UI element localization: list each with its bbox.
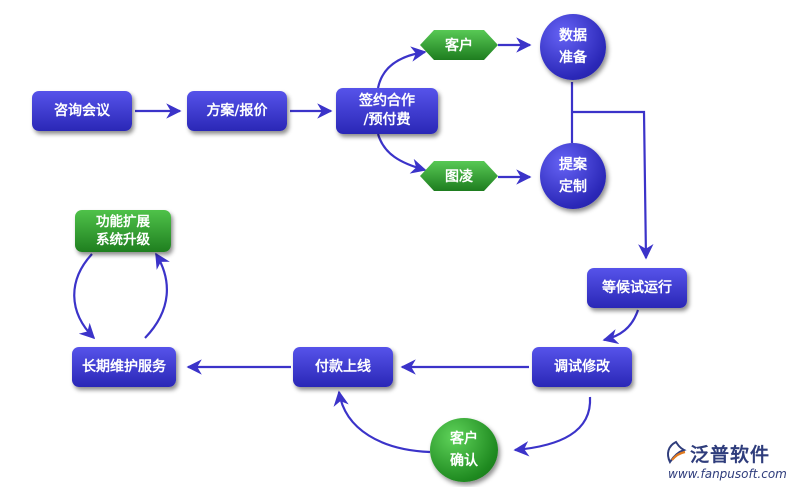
node-graphic-diamond: 图凌: [420, 161, 498, 191]
node-customer-confirm-line2: 确认: [450, 453, 478, 469]
node-debug-modify: 调试修改: [532, 347, 632, 387]
node-data-prep-line1: 数据: [559, 28, 587, 44]
node-upgrade-line1: 功能扩展: [96, 214, 150, 230]
brand-url: www.fanpusoft.com: [668, 467, 787, 481]
diamond-shape: [420, 30, 498, 60]
fanpu-leaf-logo-icon: [667, 440, 687, 464]
node-proposal-custom-line2: 定制: [559, 179, 587, 195]
arrow-contract-to-graphic: [376, 133, 427, 174]
node-go-live: 付款上线: [293, 347, 393, 387]
node-trial-run: 等候试运行: [587, 268, 687, 308]
node-consult-meeting-label: 咨询会议: [54, 102, 110, 119]
node-customer-confirm: 客户 确认: [430, 418, 498, 482]
node-proposal-custom-line1: 提案: [559, 157, 587, 173]
node-proposal-quote: 方案/报价: [187, 91, 287, 131]
arrow-debug-to-customer-confirm: [513, 396, 592, 457]
node-data-prep: 数据 准备: [540, 14, 606, 80]
node-contract-prepay: 签约合作 /预付费: [336, 88, 438, 134]
brand-watermark: 泛普软件 www.fanpusoft.com: [664, 440, 787, 482]
node-customer-confirm-line1: 客户: [450, 431, 478, 447]
brand-name: 泛普软件: [690, 444, 771, 466]
node-trial-run-label: 等候试运行: [602, 279, 672, 296]
arrow-customer-confirm-to-go-live: [333, 390, 431, 454]
node-proposal-custom: 提案 定制: [540, 143, 606, 209]
node-debug-modify-label: 调试修改: [554, 358, 610, 375]
node-feature-upgrade: 功能扩展 系统升级: [75, 210, 171, 252]
node-consult-meeting: 咨询会议: [32, 91, 132, 131]
node-data-prep-line2: 准备: [559, 50, 587, 66]
node-maintenance-label: 长期维护服务: [82, 358, 166, 375]
diamond-shape: [420, 161, 498, 191]
node-customer-diamond: 客户: [420, 30, 498, 60]
node-customer-label: 客户: [445, 38, 473, 54]
node-contract-line2: /预付费: [363, 112, 411, 128]
arrow-upgrade-to-maintenance: [73, 253, 96, 340]
arrow-maintenance-to-upgrade: [144, 252, 170, 339]
arrow-contract-to-customer: [376, 46, 427, 89]
arrow-trial-run-to-debug: [602, 309, 640, 345]
node-upgrade-line2: 系统升级: [96, 232, 150, 248]
node-contract-line1: 签约合作: [359, 93, 415, 109]
arrow-bracket-to-trial-run: [572, 110, 654, 260]
node-long-term-maintenance: 长期维护服务: [72, 347, 176, 387]
node-go-live-label: 付款上线: [315, 358, 371, 375]
node-graphic-label: 图凌: [445, 169, 473, 185]
node-proposal-quote-label: 方案/报价: [206, 102, 268, 119]
